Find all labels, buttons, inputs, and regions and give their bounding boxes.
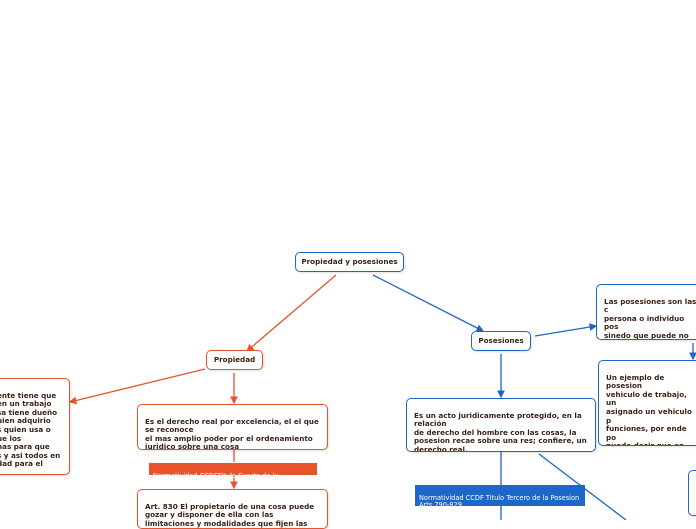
propiedad-article-node[interactable]: Art. 830 El propietario de una cosa pued… <box>137 489 328 529</box>
propiedad-tag-text: Normatividad CCDFTitulo Cuarto de la Pro… <box>153 471 279 488</box>
posesiones-right-bottom-text: Un ejemplo de posesion vehiculo de traba… <box>606 372 692 446</box>
posesiones-definition-text: Es un acto juridicamente protegido, en l… <box>414 410 587 452</box>
posesiones-right-top-text: Las posesiones son las c persona o indiv… <box>604 296 696 340</box>
posesiones-label: Posesiones <box>478 335 524 345</box>
propiedad-left-node[interactable]: ente tiene que en un trabajo sa tiene du… <box>0 378 70 475</box>
propiedad-node[interactable]: Propiedad <box>206 350 263 370</box>
propiedad-label: Propiedad <box>213 354 256 364</box>
propiedad-article-text: Art. 830 El propietario de una cosa pued… <box>145 501 315 528</box>
posesiones-right-top-node[interactable]: Las posesiones son las c persona o indiv… <box>596 284 696 340</box>
root-label: Propiedad y posesiones <box>301 256 398 266</box>
offscreen-node-edge[interactable] <box>688 470 696 516</box>
posesiones-normatividad-tag[interactable]: Normatividad CCDF Titulo Tercero de la P… <box>415 485 585 509</box>
posesiones-tag-text: Normatividad CCDF Titulo Tercero de la P… <box>419 493 580 510</box>
posesiones-right-bottom-node[interactable]: Un ejemplo de posesion vehiculo de traba… <box>598 360 696 446</box>
link-root-propiedad <box>246 274 337 352</box>
link-posesiones-right-top <box>534 323 598 337</box>
propiedad-left-text: ente tiene que en un trabajo sa tiene du… <box>0 390 61 469</box>
root-node[interactable]: Propiedad y posesiones <box>295 252 404 272</box>
link-root-posesiones <box>372 274 485 332</box>
link-propiedad-left <box>68 368 206 405</box>
posesiones-node[interactable]: Posesiones <box>471 331 531 351</box>
posesiones-definition-node[interactable]: Es un acto juridicamente protegido, en l… <box>406 398 596 452</box>
propiedad-definition-text: Es el derecho real por excelencia, el el… <box>145 416 319 450</box>
propiedad-normatividad-tag[interactable]: Normatividad CCDFTitulo Cuarto de la Pro… <box>149 463 317 487</box>
propiedad-definition-node[interactable]: Es el derecho real por excelencia, el el… <box>137 404 328 450</box>
